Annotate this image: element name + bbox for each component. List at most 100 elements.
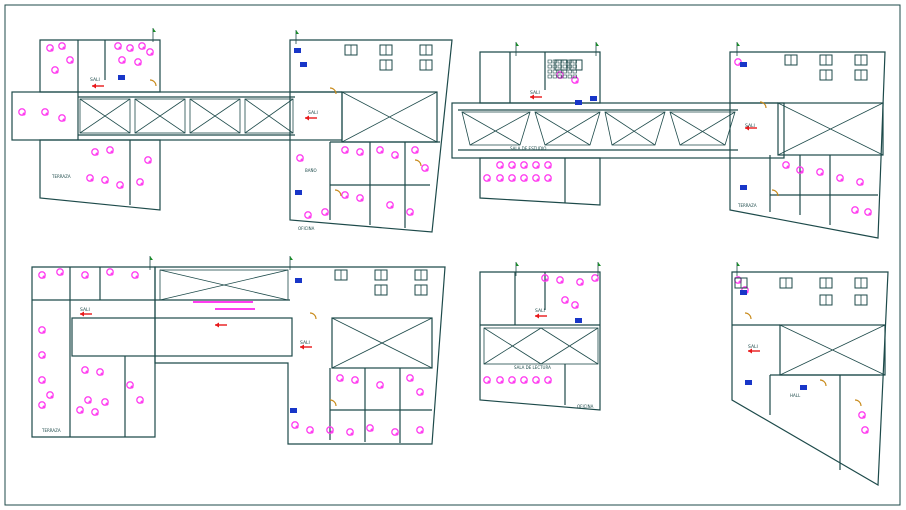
- furniture-mark: [571, 76, 579, 84]
- furniture-mark: [500, 165, 504, 169]
- label-hall-1: HALL: [790, 393, 801, 398]
- furniture-mark: [411, 146, 419, 154]
- north-marker: [150, 256, 153, 260]
- furniture-mark: [42, 405, 46, 409]
- furniture-mark: [786, 165, 790, 169]
- door-mark: [819, 379, 827, 387]
- furniture-mark: [138, 62, 142, 66]
- furniture-mark: [58, 114, 66, 122]
- furniture-mark: [416, 426, 424, 434]
- exit-labels: SALI SALI SALI SALI SALI SALI SALI SALI: [80, 77, 758, 350]
- furniture-mark: [38, 376, 46, 384]
- furniture-mark: [60, 272, 64, 276]
- equipment-mark: [575, 100, 582, 105]
- furniture-mark: [420, 430, 424, 434]
- furniture-mark: [130, 48, 134, 52]
- furniture-mark: [126, 381, 134, 389]
- furniture-mark: [415, 150, 419, 154]
- furniture-mark: [96, 368, 104, 376]
- furniture-mark: [520, 174, 528, 182]
- room-labels: TERRAZA SALA DE ESTUDIO TERRAZA TERRAZA …: [41, 146, 801, 433]
- desk-mark: [557, 69, 562, 74]
- furniture-mark: [38, 271, 46, 279]
- furniture-mark: [42, 330, 46, 334]
- furniture-mark: [101, 398, 109, 406]
- door-mark: [771, 189, 779, 197]
- north-marker: [296, 30, 299, 34]
- furniture-mark: [91, 408, 99, 416]
- furniture-mark: [84, 396, 92, 404]
- desk-mark: [572, 74, 577, 79]
- exit-label-5: SALI: [80, 307, 90, 313]
- furniture-mark: [862, 415, 866, 419]
- furniture-mark: [345, 150, 349, 154]
- furniture-mark: [420, 392, 424, 396]
- furniture-mark: [548, 178, 552, 182]
- furniture-mark: [105, 180, 109, 184]
- furniture-mark: [45, 112, 49, 116]
- furniture-mark: [421, 164, 429, 172]
- equipment-mark: [740, 185, 747, 190]
- furniture-mark: [536, 178, 540, 182]
- equipment-mark: [118, 75, 125, 80]
- desk-mark: [547, 74, 552, 79]
- furniture-mark: [100, 372, 104, 376]
- label-terrace-1: TERRAZA: [51, 174, 71, 179]
- furniture-mark: [140, 400, 144, 404]
- furniture-mark: [800, 170, 804, 174]
- furniture-mark: [46, 391, 54, 399]
- furniture-mark: [135, 275, 139, 279]
- desk-mark: [567, 74, 572, 79]
- desk-mark: [547, 64, 552, 69]
- furniture-mark: [565, 300, 569, 304]
- furniture-mark: [512, 178, 516, 182]
- desk-mark: [562, 64, 567, 69]
- exit-arrow: [92, 83, 96, 89]
- furniture-mark: [360, 198, 364, 202]
- furniture-mark: [544, 174, 552, 182]
- furniture-mark: [81, 366, 89, 374]
- furniture-mark: [520, 376, 528, 384]
- furniture-mark: [326, 426, 334, 434]
- furniture-mark: [58, 42, 66, 50]
- north-marker: [598, 262, 601, 266]
- furniture-mark: [532, 376, 540, 384]
- furniture-mark: [860, 182, 864, 186]
- furniture-mark: [532, 161, 540, 169]
- furniture-mark: [18, 108, 26, 116]
- furniture-mark: [90, 178, 94, 182]
- furniture-mark: [548, 380, 552, 384]
- furniture-mark: [42, 380, 46, 384]
- plan-second-floor-left: [31, 266, 446, 445]
- exit-arrow: [535, 313, 539, 319]
- furniture-mark: [85, 370, 89, 374]
- furniture-layer: [18, 28, 872, 436]
- furniture-mark: [122, 60, 126, 64]
- desk-mark: [552, 59, 557, 64]
- furniture-mark: [548, 165, 552, 169]
- furniture-mark: [295, 425, 299, 429]
- furniture-mark: [500, 380, 504, 384]
- exit-label-2: SALI: [308, 110, 318, 116]
- equipment-mark: [290, 408, 297, 413]
- furniture-mark: [395, 432, 399, 436]
- furniture-mark: [536, 380, 540, 384]
- furniture-mark: [148, 160, 152, 164]
- north-marker: [737, 262, 740, 266]
- desk-mark: [552, 69, 557, 74]
- furniture-mark: [524, 178, 528, 182]
- furniture-mark: [386, 201, 394, 209]
- door-mark: [149, 79, 157, 87]
- furniture-mark: [62, 46, 66, 50]
- equipment-mark: [590, 96, 597, 101]
- furniture-mark: [820, 172, 824, 176]
- furniture-mark: [118, 46, 122, 50]
- furniture-mark: [110, 150, 114, 154]
- furniture-mark: [544, 376, 552, 384]
- desk-mark: [572, 59, 577, 64]
- label-terrace-3: TERRAZA: [41, 428, 61, 433]
- furniture-mark: [861, 426, 869, 434]
- desk-mark: [547, 69, 552, 74]
- exit-label-6: SALI: [300, 340, 310, 346]
- furniture-mark: [70, 60, 74, 64]
